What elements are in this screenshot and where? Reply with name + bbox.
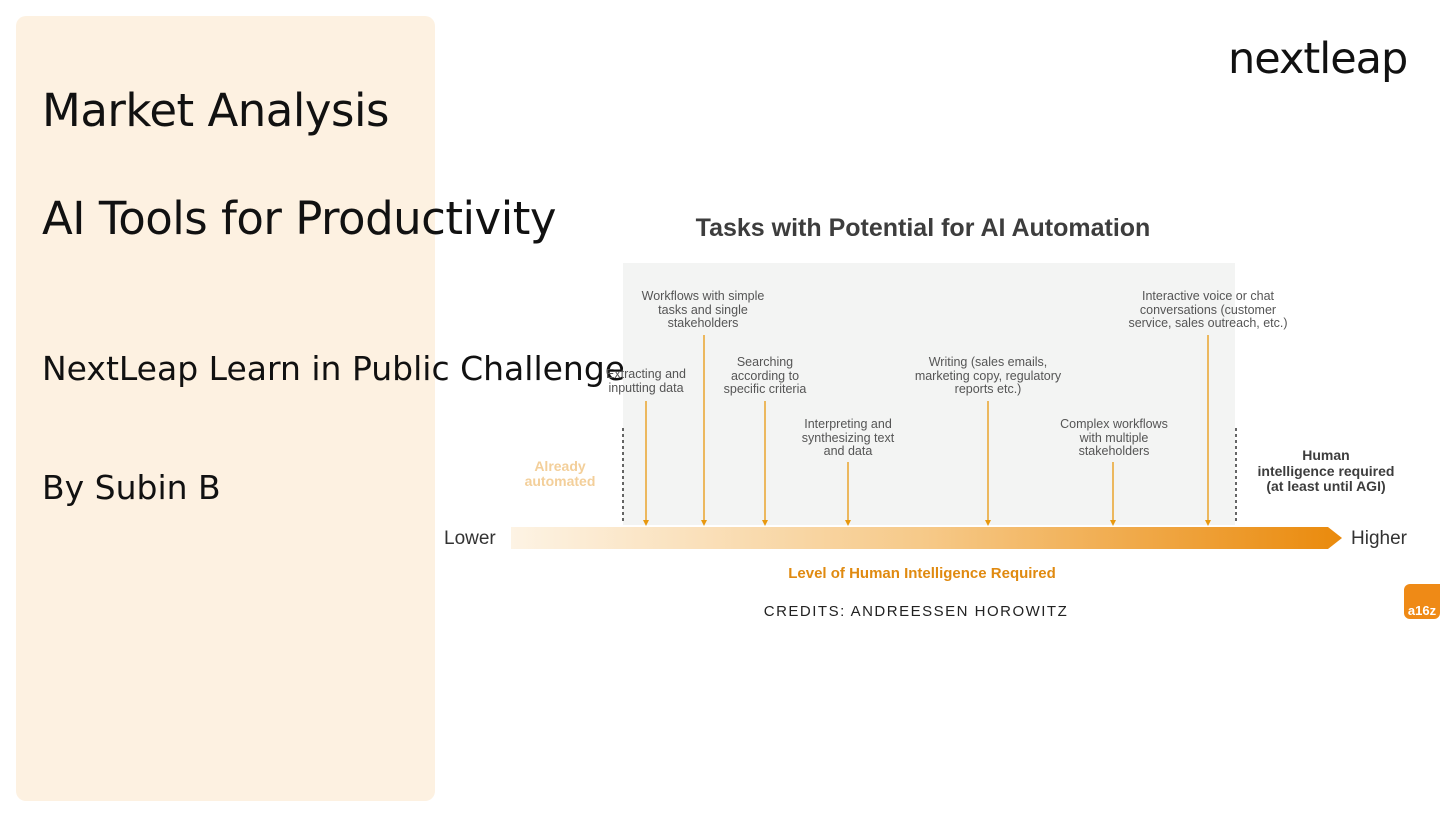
axis-low-label: Lower bbox=[444, 528, 496, 549]
task-label-complex-workflows: Complex workflows with multiple stakehol… bbox=[1060, 417, 1168, 458]
credits-text: CREDITS: ANDREESSEN HOROWITZ bbox=[763, 603, 1069, 620]
title-panel bbox=[16, 16, 435, 801]
task-label-extracting: Extracting and inputting data bbox=[606, 367, 686, 395]
arrowhead-complex-workflows bbox=[1110, 520, 1116, 526]
arrowhead-searching bbox=[762, 520, 768, 526]
task-label-simple-workflows: Workflows with simple tasks and single s… bbox=[641, 289, 765, 330]
arrowhead-interpreting bbox=[845, 520, 851, 526]
task-label-interactive-voice: Interactive voice or chat conversations … bbox=[1128, 289, 1288, 330]
axis-high-label: Higher bbox=[1351, 528, 1407, 549]
slide-subtitle: AI Tools for Productivity bbox=[42, 192, 556, 245]
arrowhead-writing bbox=[985, 520, 991, 526]
diagram-title: Tasks with Potential for AI Automation bbox=[695, 214, 1151, 242]
slide-title: Market Analysis bbox=[42, 84, 389, 137]
nextleap-logo: nextleap bbox=[1228, 34, 1408, 84]
arrowhead-extracting bbox=[643, 520, 649, 526]
already-automated-label: Already automated bbox=[524, 458, 596, 489]
arrowhead-simple-workflows bbox=[701, 520, 707, 526]
a16z-badge: a16z bbox=[1404, 584, 1440, 619]
author-label: By Subin B bbox=[42, 468, 221, 507]
intelligence-axis-arrow bbox=[511, 527, 1342, 549]
arrowhead-interactive-voice bbox=[1205, 520, 1211, 526]
human-intelligence-label: Human intelligence required (at least un… bbox=[1257, 447, 1395, 494]
task-label-writing: Writing (sales emails, marketing copy, r… bbox=[914, 355, 1062, 396]
axis-caption: Level of Human Intelligence Required bbox=[788, 565, 1056, 582]
automation-zone-background bbox=[623, 263, 1235, 525]
challenge-label: NextLeap Learn in Public Challenge 5/5 bbox=[42, 349, 689, 388]
task-label-interpreting: Interpreting and synthesizing text and d… bbox=[801, 417, 895, 458]
task-label-searching: Searching according to specific criteria bbox=[723, 355, 807, 396]
